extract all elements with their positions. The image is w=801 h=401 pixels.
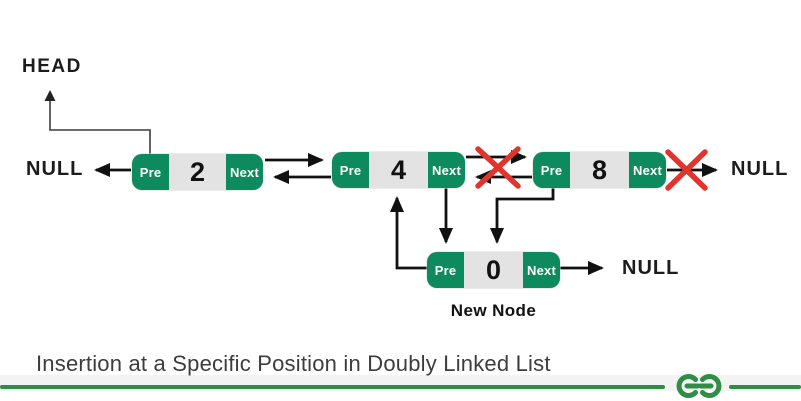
node-2-pre-pointer: Pre	[132, 154, 169, 190]
new-node-pre-pointer: Pre	[427, 252, 464, 288]
new-list-node-0: Pre 0 Next	[427, 252, 560, 288]
node-2-next-pointer: Next	[226, 154, 263, 190]
broken-link-cross-icon	[475, 146, 521, 189]
list-node-2: Pre 2 Next	[132, 154, 263, 190]
new-node-caption: New Node	[450, 301, 537, 320]
node-4-next-pointer: Next	[428, 152, 465, 188]
list-node-8: Pre 8 Next	[533, 152, 666, 188]
node-8-value: 8	[570, 152, 629, 188]
null-label-right: NULL	[731, 158, 789, 180]
newnode-prev-to-node4-arrow	[390, 196, 427, 270]
node-8-pre-pointer: Pre	[533, 152, 570, 188]
head-label: HEAD	[22, 56, 82, 77]
footer-rule-right	[729, 385, 801, 389]
diagram-title: Insertion at a Specific Position in Doub…	[36, 351, 551, 376]
node-2-value: 2	[169, 154, 226, 190]
null-label-left: NULL	[26, 158, 84, 180]
footer-rule-left	[0, 385, 665, 389]
list-node-4: Pre 4 Next	[332, 152, 465, 188]
head-pointer-arrow	[44, 90, 151, 155]
new-node-next-pointer: Next	[523, 252, 560, 288]
node8-prev-to-newnode-arrow	[490, 188, 555, 244]
new-node-value: 0	[464, 252, 523, 288]
node-4-value: 4	[369, 152, 428, 188]
node-8-next-pointer: Next	[629, 152, 666, 188]
node-4-pre-pointer: Pre	[332, 152, 369, 188]
null-label-new-node: NULL	[622, 257, 680, 279]
broken-null-cross-icon	[665, 149, 708, 191]
geeksforgeeks-logo-icon	[676, 374, 722, 398]
